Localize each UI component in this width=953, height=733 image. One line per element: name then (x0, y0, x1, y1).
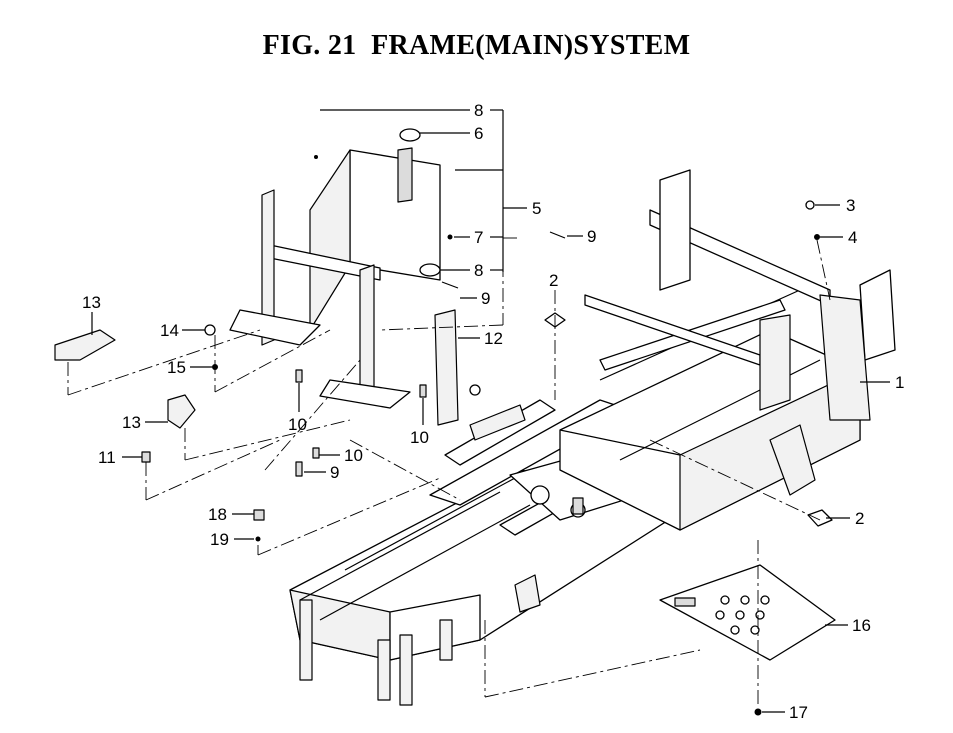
callout-10-lower: 10 (344, 446, 363, 465)
callout-labels: 1 2 2 3 4 5 6 7 8 8 9 9 9 10 10 10 11 12… (82, 101, 904, 722)
callout-9-lower: 9 (330, 463, 339, 482)
figure-title: FIG. 21 FRAME(MAIN)SYSTEM (262, 30, 691, 61)
callout-8-lower: 8 (474, 261, 483, 280)
callout-2-lower: 2 (855, 509, 864, 528)
callout-10-left: 10 (288, 415, 307, 434)
callout-9-right: 9 (587, 227, 596, 246)
callout-5: 5 (532, 199, 541, 218)
pin-10b-icon (419, 384, 427, 398)
main-frame-icon (289, 169, 896, 706)
bracket-13-upper (54, 329, 116, 361)
pin-10c-icon (312, 447, 320, 459)
callout-14: 14 (160, 321, 179, 340)
callout-2-upper: 2 (549, 271, 558, 290)
callout-15: 15 (167, 358, 186, 377)
callout-9-middle: 9 (481, 289, 490, 308)
callout-12: 12 (484, 329, 503, 348)
callout-19: 19 (210, 530, 229, 549)
callout-11: 11 (98, 448, 116, 467)
leader-lines (67, 109, 890, 713)
washer-14-icon (204, 324, 216, 336)
callout-16: 16 (852, 616, 871, 635)
callout-17: 17 (789, 703, 808, 722)
callout-3: 3 (846, 196, 855, 215)
callout-8-upper: 8 (474, 101, 483, 120)
bolt-11-icon (141, 451, 151, 463)
callout-4: 4 (848, 228, 857, 247)
pad-2-lower-icon (807, 509, 833, 527)
bolt-3-icon (805, 200, 815, 210)
callout-10-right: 10 (410, 428, 429, 447)
washer-4-icon (814, 234, 820, 240)
bolt-7-icon (447, 234, 453, 240)
nut-19-icon (255, 536, 261, 542)
nut-17-icon (754, 708, 762, 716)
callout-13-lower: 13 (122, 413, 141, 432)
callout-18: 18 (208, 505, 227, 524)
side-bracket-icon (434, 309, 459, 426)
callout-7: 7 (474, 228, 483, 247)
bracket-13-lower (167, 394, 196, 429)
callout-13-upper: 13 (82, 293, 101, 312)
pin-9c-icon (295, 461, 303, 477)
pin-9b-icon (441, 281, 459, 289)
floor-plate-icon (659, 564, 836, 661)
bolt-18-icon (253, 509, 265, 521)
callout-1: 1 (895, 373, 904, 392)
pin-9a-icon (549, 231, 566, 239)
callout-6: 6 (474, 124, 483, 143)
pin-10a-icon (295, 369, 303, 383)
seat-support-icon (229, 128, 441, 409)
